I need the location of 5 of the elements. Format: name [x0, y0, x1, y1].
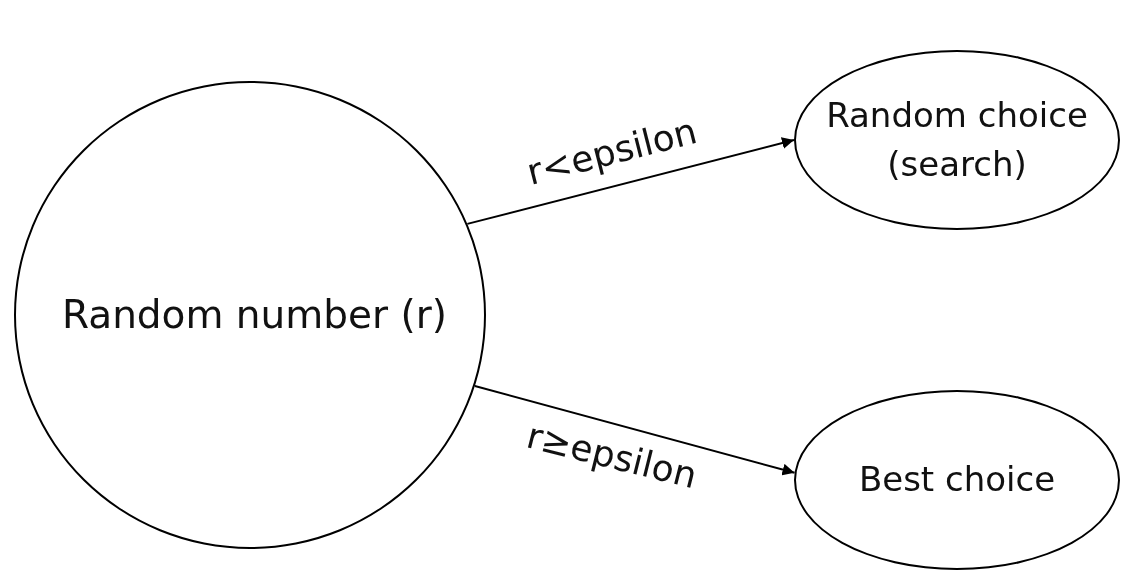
arrow: [473, 384, 796, 476]
node-label: Best choice: [858, 458, 1056, 502]
node-label: Random choice (search): [825, 93, 1089, 186]
arrow: [466, 137, 795, 225]
node-label: Random number (r): [62, 290, 447, 339]
